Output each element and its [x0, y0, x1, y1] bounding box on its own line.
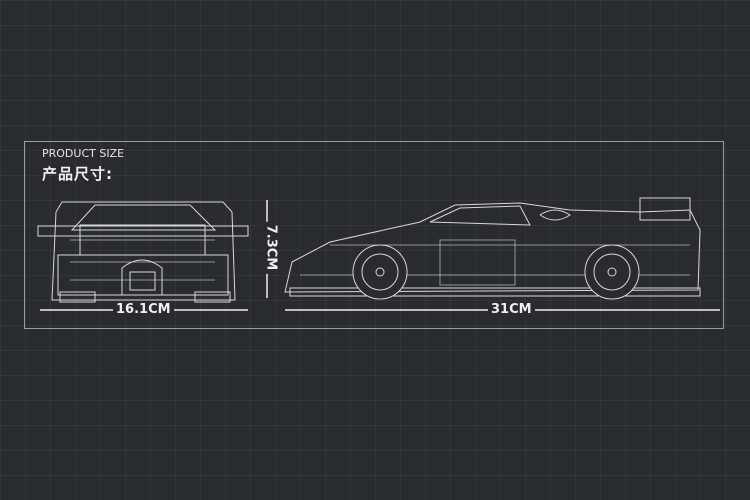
- diagram-frame: [24, 141, 724, 329]
- title-chinese: 产品尺寸:: [42, 165, 113, 183]
- car-side-view: [284, 197, 701, 300]
- car-front-view: [37, 201, 249, 303]
- width-dimension-label: 16.1CM: [113, 302, 174, 317]
- height-dimension-label: 7.3CM: [263, 221, 279, 274]
- title-english: PRODUCT SIZE: [42, 147, 125, 160]
- length-dimension-label: 31CM: [488, 302, 535, 317]
